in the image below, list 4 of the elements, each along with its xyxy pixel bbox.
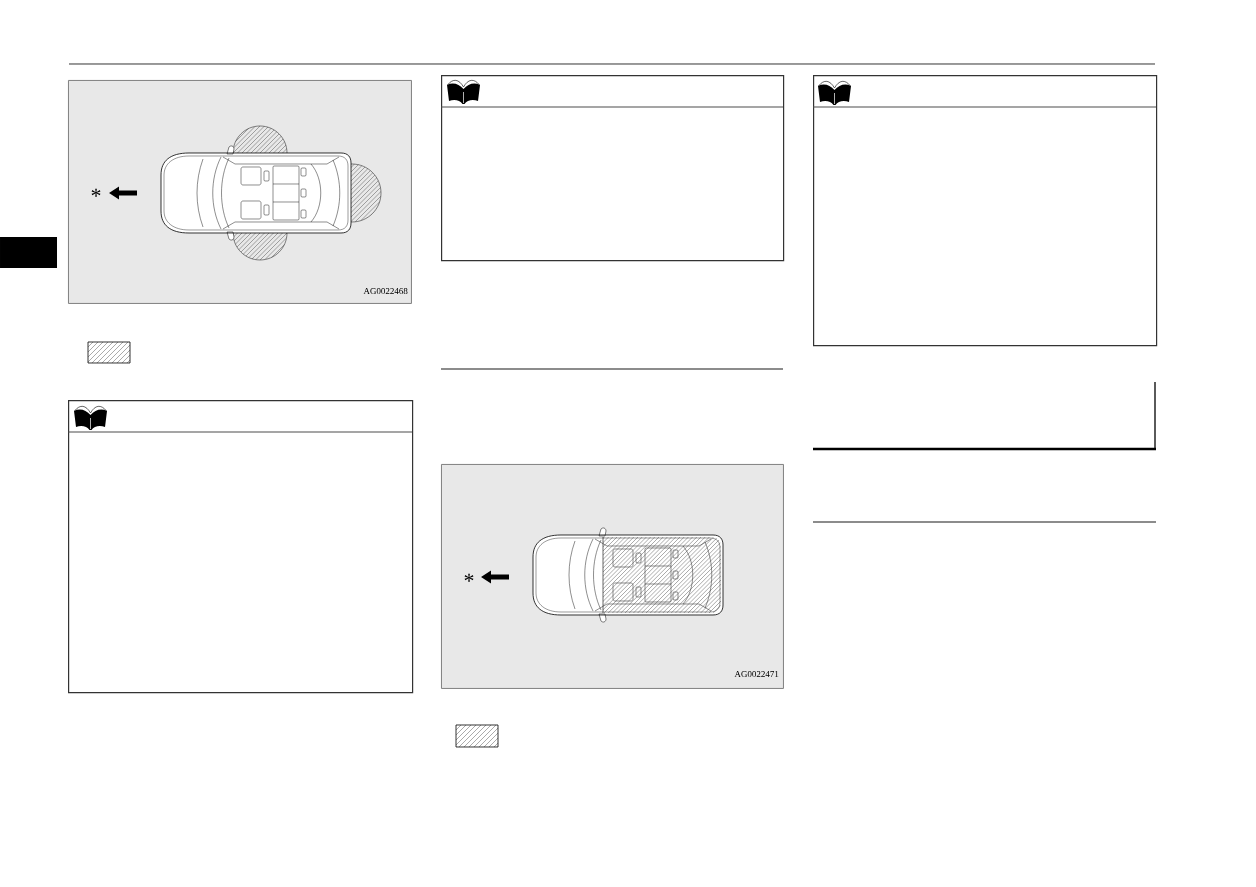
asterisk: * <box>91 188 101 197</box>
figure-code: AG0022468 <box>363 288 408 295</box>
asterisk: * <box>464 573 474 582</box>
figure-code: AG0022471 <box>734 671 779 678</box>
